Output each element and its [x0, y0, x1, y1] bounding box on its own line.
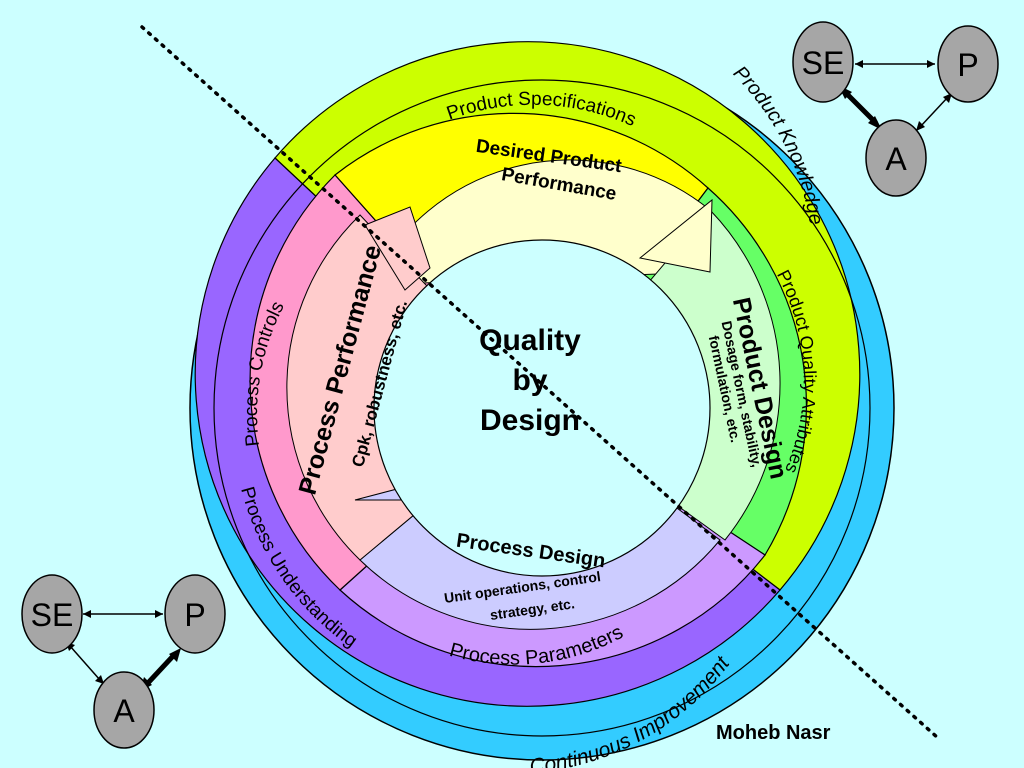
- arrow-se-a: [843, 90, 878, 125]
- arrowhead-right: [638, 198, 713, 273]
- arrow-a-p: [919, 96, 949, 128]
- center-hub: [373, 239, 711, 577]
- node-se-label: SE: [802, 45, 845, 81]
- inner-cycle: [286, 159, 781, 630]
- arrow-se-a: [69, 645, 101, 681]
- node-se: [792, 21, 854, 103]
- node-a: [865, 119, 927, 197]
- node-p: [164, 574, 226, 654]
- center-line-2: by: [512, 364, 547, 397]
- author-credit: Moheb Nasr: [716, 722, 831, 744]
- node-se-label: SE: [31, 597, 74, 633]
- arrowhead-up: [364, 206, 431, 291]
- center-title: Quality by Design: [479, 324, 581, 437]
- node-a-label: A: [113, 693, 135, 729]
- node-p-label: P: [957, 47, 978, 83]
- node-p-label: P: [184, 597, 205, 633]
- dotted-divider-line: [140, 25, 940, 740]
- node-a-label: A: [885, 141, 907, 177]
- node-a: [93, 671, 155, 749]
- triangle-bottom-left: SE P A: [21, 574, 226, 749]
- node-se: [21, 574, 83, 654]
- center-line-1: Quality: [479, 324, 581, 357]
- center-line-3: Design: [480, 404, 580, 437]
- arrow-a-p: [145, 653, 176, 686]
- triangle-top-right: SE P A: [792, 21, 999, 197]
- node-p: [937, 25, 999, 103]
